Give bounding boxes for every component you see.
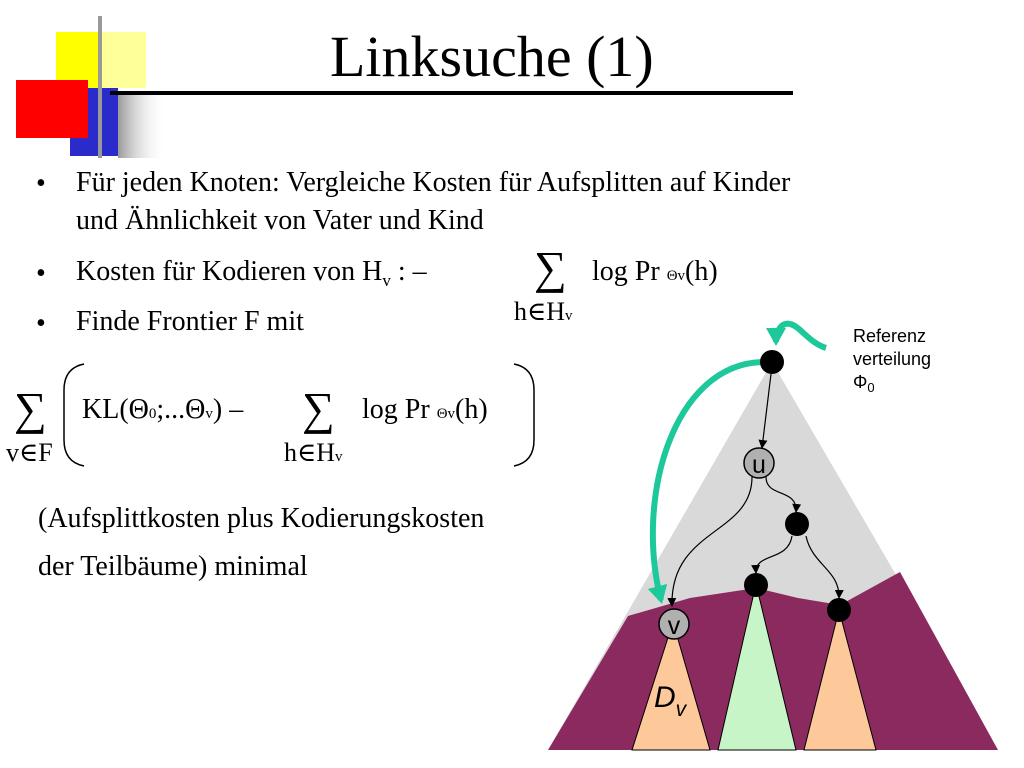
reference-label-line-2: verteilung — [853, 349, 932, 369]
formula-2-right-paren — [513, 363, 535, 467]
formula-1-term: log Pr Θv(h) — [592, 256, 718, 288]
formula-2-kl-subv: v — [205, 406, 213, 422]
bullet-1-line-2: und Ähnlichkeit von Vater und Kind — [76, 205, 484, 236]
formula-1-logpr: log Pr — [592, 256, 660, 287]
dv-label: Dv — [654, 681, 688, 721]
node-v-label: v — [668, 612, 681, 640]
edge-root-u — [758, 373, 772, 449]
formula-1-index-text: h∈H — [514, 297, 566, 326]
note-line-1: (Aufsplittkosten plus Kodierungskosten — [38, 503, 485, 534]
subtree-dv — [631, 620, 711, 751]
deco-yellow-square — [56, 32, 100, 88]
node-u — [743, 447, 775, 479]
formula-2-left-paren — [63, 363, 85, 467]
bullet-2-text: Kosten für Kodieren von Hv : – — [76, 253, 427, 300]
note-line-2: der Teilbäume) minimal — [38, 551, 308, 582]
inner-node-right — [827, 598, 851, 622]
page-title: Linksuche (1) — [330, 24, 654, 89]
title-underline — [110, 91, 793, 95]
formula-2-logpr: log Pr — [362, 394, 430, 425]
edge-node-left — [751, 535, 793, 574]
formula-1-index-sub: v — [565, 308, 573, 324]
formula-2-kl-mid: ;...Θ — [156, 394, 206, 425]
formula-2-theta-sub: Θv — [436, 406, 456, 422]
edge-u-node — [765, 476, 802, 513]
green-arrow-root-to-v — [647, 359, 763, 604]
bullet-2-sub: v — [382, 271, 391, 290]
edge-u-v — [667, 476, 753, 607]
reference-label-line-1: Referenz — [853, 326, 927, 346]
bullet-marker: • — [36, 258, 46, 289]
reference-label-line-3: Φ0 — [853, 371, 875, 399]
bullet-3-text: Finde Frontier F mit — [76, 306, 304, 337]
green-arrow-reference — [766, 320, 828, 351]
formula-2-kl: KL(Θ0;...Θv) – — [82, 394, 243, 426]
deco-red-square — [16, 80, 88, 138]
formula-2-outer-sum: ∑ — [14, 383, 47, 434]
formula-2-inner-index-sub: v — [335, 449, 343, 465]
deco-light-yellow-square — [100, 32, 146, 88]
reference-phi: Φ — [853, 372, 868, 392]
bullet-2-suffix: : – — [390, 256, 427, 287]
dv-label-sub: v — [676, 698, 688, 721]
formula-2-inner-index-text: h∈H — [284, 438, 336, 467]
reference-phi-sub: 0 — [867, 380, 875, 395]
node-v — [658, 608, 690, 640]
subtree-right — [803, 609, 877, 751]
formula-2-inner-index: h∈Hv — [284, 438, 343, 468]
root-node — [760, 350, 784, 374]
bullet-2-prefix: Kosten für Kodieren von H — [76, 256, 383, 287]
formula-2-arg: (h) — [455, 394, 488, 425]
inner-node-left — [744, 573, 768, 597]
formula-2-kl-sub0: 0 — [148, 406, 157, 422]
formula-2-kl-open: KL(Θ — [82, 394, 149, 425]
formula-2-inner-sum: ∑ — [302, 383, 335, 434]
subtree-green — [717, 583, 797, 751]
deco-shadow — [118, 92, 166, 158]
formula-2-kl-close: ) – — [212, 394, 244, 425]
formula-1-theta-sub: Θv — [666, 268, 686, 284]
formula-1-arg: (h) — [685, 256, 718, 287]
bullet-marker: • — [36, 308, 46, 339]
title-decoration — [16, 16, 166, 158]
formula-1-sum-index: h∈Hv — [514, 297, 573, 327]
deco-vertical-line — [98, 16, 102, 158]
formula-1-sum-symbol: ∑ — [534, 242, 567, 293]
bullet-marker: • — [36, 168, 46, 199]
formula-2-outer-index: v∈F — [6, 438, 53, 467]
dv-label-main: D — [654, 681, 676, 714]
node-u-label: u — [752, 451, 766, 479]
formula-2-term: log Pr Θv(h) — [362, 394, 488, 426]
bullet-1-line-1: Für jeden Knoten: Vergleiche Kosten für … — [76, 167, 791, 198]
edge-node-right — [805, 535, 844, 599]
inner-node — [785, 512, 809, 536]
